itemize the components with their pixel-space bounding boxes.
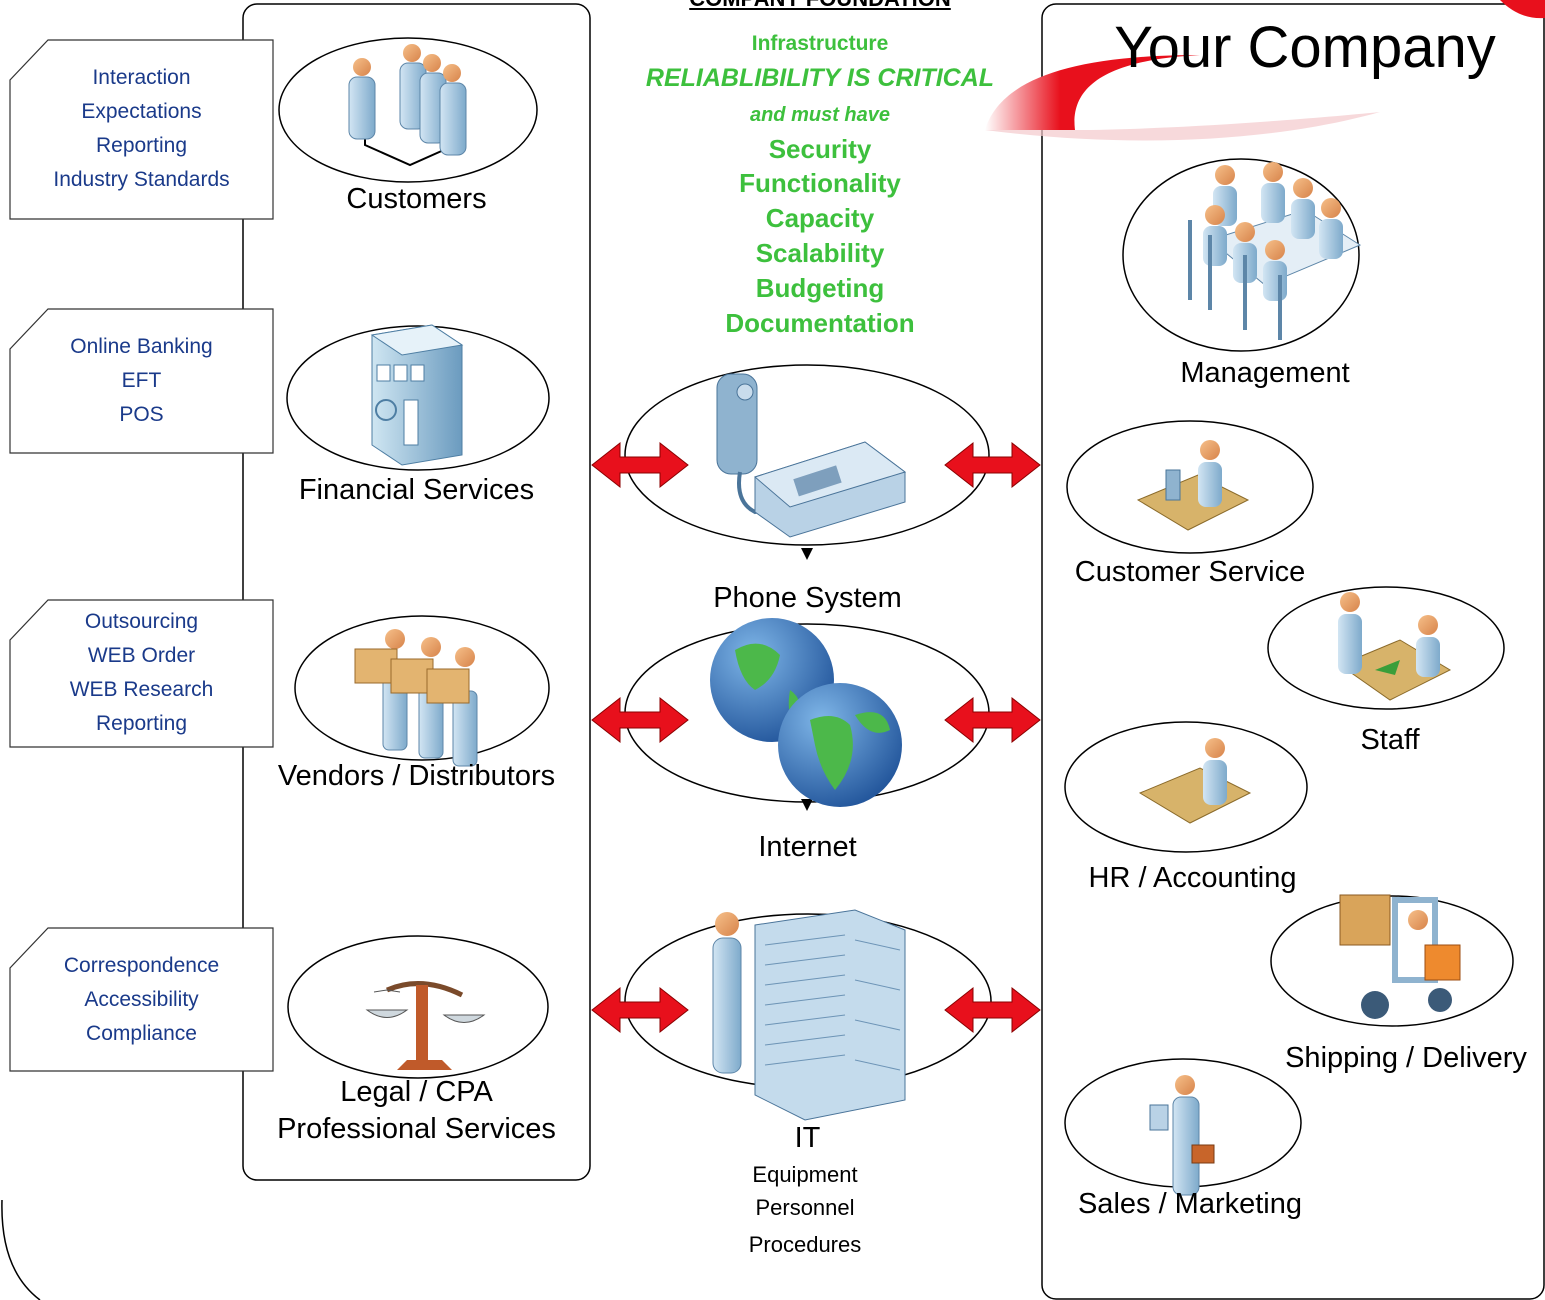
- double-arrow: [591, 441, 689, 489]
- customers-label: Customers: [346, 183, 487, 215]
- double-arrow: [591, 986, 689, 1034]
- note-line: Compliance: [86, 1022, 197, 1045]
- foundation-line: Security: [768, 134, 872, 164]
- connector-tip-phone: [801, 548, 813, 560]
- company-foundation-title: COMPANY FOUNDATION: [600, 0, 1040, 12]
- financial-services-label: Financial Services: [298, 474, 535, 506]
- foundation-line: Infrastructure: [751, 32, 889, 55]
- connector-tip-internet: [801, 799, 813, 811]
- it-label: IT: [794, 1122, 821, 1154]
- vendors-boxes-icon: [354, 629, 478, 767]
- desk-worker-icon: [1138, 738, 1252, 824]
- note-line: Online Banking: [70, 335, 213, 358]
- call-center-agent-icon: [1136, 440, 1250, 531]
- it-equipment-label: Equipment: [752, 1162, 858, 1187]
- note-line: Reporting: [95, 712, 188, 735]
- double-arrow: [944, 441, 1041, 489]
- staff-meeting-icon: [1338, 592, 1452, 701]
- scales-of-justice-icon: [365, 981, 486, 1070]
- it-procedures-label: Procedures: [748, 1232, 862, 1257]
- note-tab-3: [9, 599, 274, 748]
- conference-table-icon: [1188, 162, 1362, 340]
- customers-people-icon: [348, 44, 467, 167]
- double-arrow: [591, 696, 689, 744]
- internet-label: Internet: [758, 831, 857, 863]
- foundation-line: RELIABLIBILITY IS CRITICAL: [645, 64, 995, 92]
- note-line: Outsourcing: [84, 610, 199, 633]
- salesperson-icon: [1149, 1075, 1215, 1196]
- bank-building-icon: [370, 324, 464, 466]
- sales-marketing-label: Sales / Marketing: [1077, 1188, 1303, 1220]
- legal-label: Legal / CPA: [340, 1076, 493, 1108]
- server-technician-icon: [712, 909, 906, 1121]
- company-swoosh: [985, 0, 1545, 141]
- background-arc: [1, 1199, 41, 1300]
- note-line: WEB Research: [69, 678, 214, 701]
- forklift-icon: [1339, 894, 1461, 1019]
- shipping-delivery-label: Shipping / Delivery: [1285, 1042, 1527, 1074]
- foundation-line: Capacity: [765, 203, 875, 233]
- vendors-label: Vendors / Distributors: [277, 760, 556, 792]
- note-line: Correspondence: [63, 954, 220, 977]
- company-title: Your Company: [1114, 15, 1496, 80]
- note-tab-1: [9, 39, 274, 220]
- management-label: Management: [1180, 357, 1350, 389]
- staff-label: Staff: [1360, 724, 1420, 756]
- company-panel: [1041, 3, 1545, 1300]
- foundation-line: Scalability: [755, 238, 885, 268]
- note-line: POS: [119, 403, 164, 426]
- telephone-icon: [716, 373, 907, 538]
- note-line: EFT: [121, 369, 162, 392]
- note-line: Industry Standards: [53, 168, 230, 191]
- foundation-line: Documentation: [725, 308, 915, 338]
- note-line: Expectations: [81, 100, 202, 123]
- double-arrow: [944, 696, 1041, 744]
- note-line: Reporting: [95, 134, 188, 157]
- foundation-line: Functionality: [739, 168, 901, 198]
- foundation-line: Budgeting: [755, 273, 885, 303]
- note-tab-2: [9, 308, 274, 454]
- customer-service-label: Customer Service: [1074, 556, 1306, 588]
- note-line: WEB Order: [87, 644, 196, 667]
- it-personnel-label: Personnel: [755, 1195, 855, 1220]
- note-line: Interaction: [92, 66, 191, 89]
- double-arrows: [591, 441, 1041, 1034]
- professional-services-label: Professional Services: [277, 1113, 556, 1145]
- globe-icon: [710, 618, 902, 807]
- note-tab-4: [9, 927, 274, 1072]
- foundation-line: and must have: [749, 104, 891, 126]
- hr-accounting-label: HR / Accounting: [1088, 862, 1297, 894]
- note-line: Accessibility: [84, 988, 199, 1011]
- phone-system-label: Phone System: [713, 582, 902, 614]
- double-arrow: [944, 986, 1041, 1034]
- external-entities-panel: [242, 3, 591, 1181]
